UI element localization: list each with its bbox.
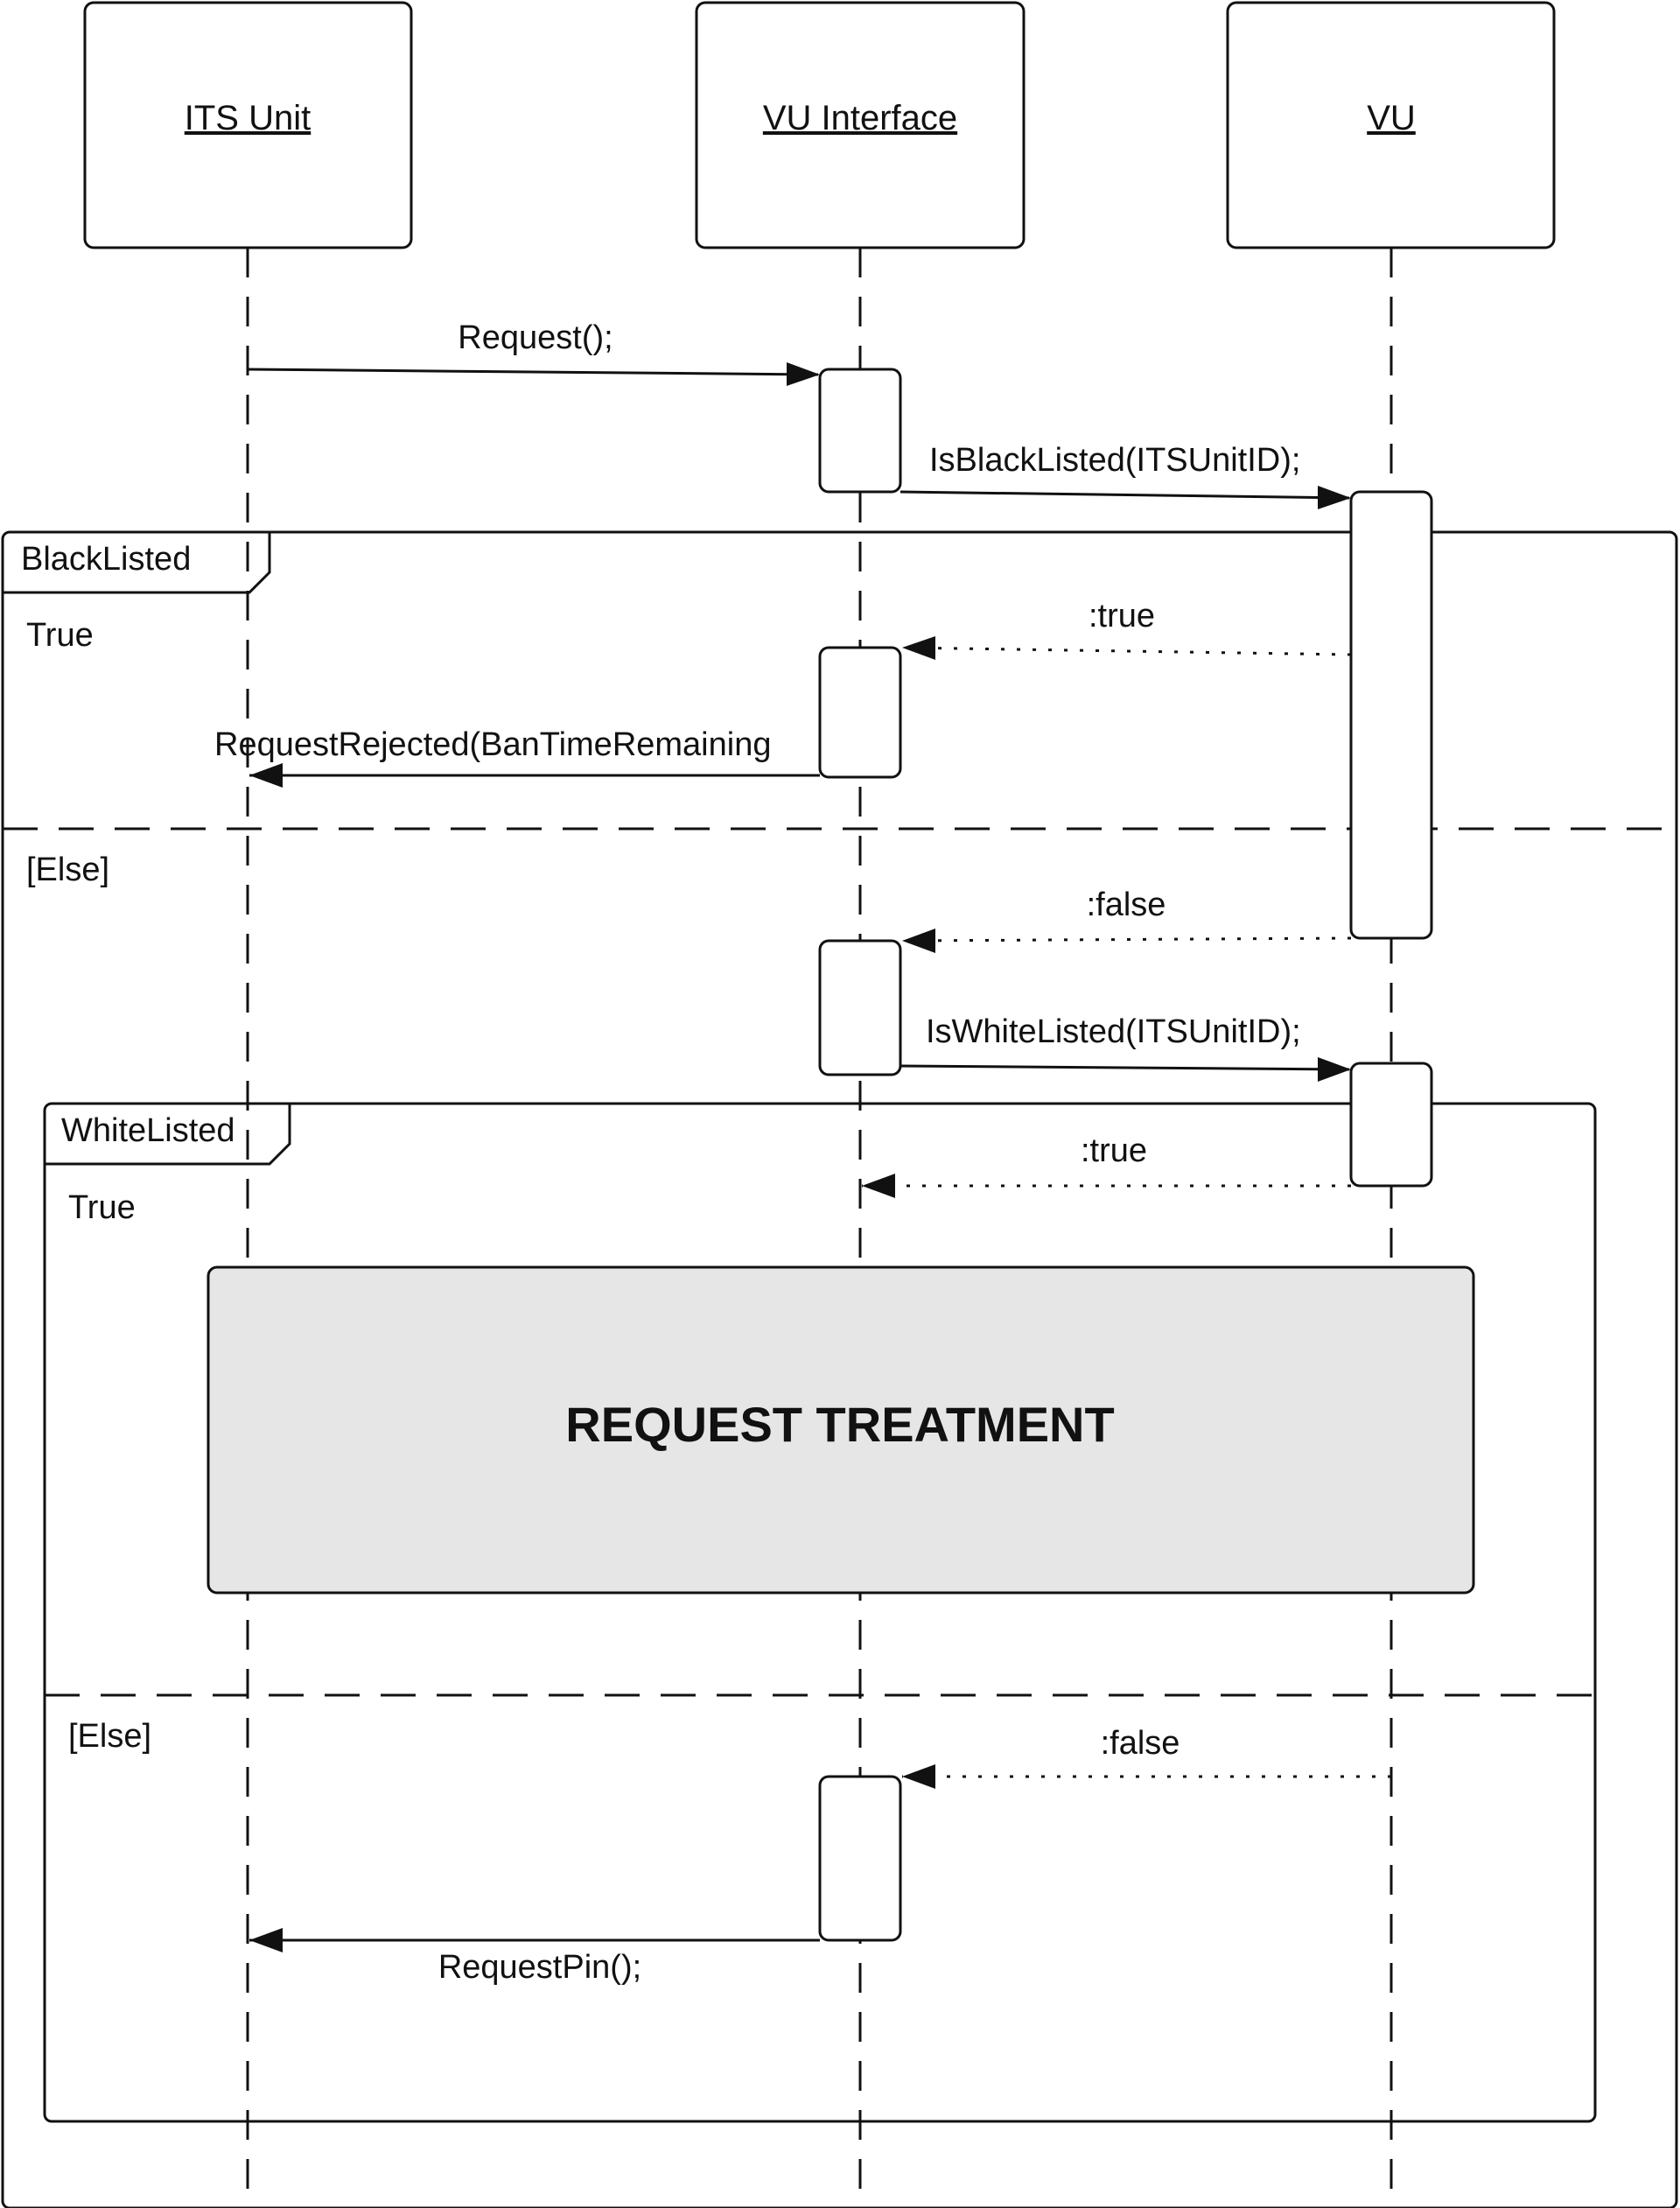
return-black-false-line <box>901 936 1352 943</box>
fragment-blacklisted-guard-true: True <box>26 617 94 654</box>
message-request-arrowhead <box>787 362 820 386</box>
message-is-white-listed-label: IsWhiteListed(ITSUnitID); <box>926 1013 1301 1050</box>
message-request-label: Request(); <box>458 319 612 356</box>
return-white-false-label: :false <box>1101 1725 1180 1762</box>
fragment-whitelisted-frame <box>43 1102 1597 2123</box>
activation-vu-interface-4 <box>818 1775 902 1942</box>
message-request-pin-arrowhead <box>249 1928 283 1952</box>
return-white-false-arrowhead <box>902 1764 935 1789</box>
activation-vu-1 <box>1349 490 1433 940</box>
activation-vu-interface-3 <box>818 939 902 1076</box>
participant-box-its-unit <box>83 1 413 249</box>
message-request-pin-label: RequestPin(); <box>438 1949 641 1986</box>
activation-vu-interface-2 <box>818 646 902 779</box>
message-is-black-listed-arrowhead <box>1318 486 1351 509</box>
activation-vu-2 <box>1349 1062 1433 1188</box>
message-is-black-listed-label: IsBlackListed(ITSUnitID); <box>929 442 1300 479</box>
participant-box-vu-interface <box>695 1 1026 249</box>
message-is-white-listed-line <box>900 1064 1350 1071</box>
fragment-blacklisted-guard-else: [Else] <box>26 852 109 888</box>
fragment-whitelisted-guard-else: [Else] <box>68 1718 151 1755</box>
fragment-whitelisted-guard-true: True <box>68 1189 136 1226</box>
message-request-rejected-label: RequestRejected(BanTimeRemaining <box>214 726 771 763</box>
activation-vu-interface-1 <box>818 368 902 494</box>
fragment-whitelisted-tab <box>45 1104 291 1166</box>
return-black-true-line <box>901 646 1352 656</box>
message-request-rejected-arrowhead <box>249 763 283 788</box>
return-white-true-label: :true <box>1081 1132 1147 1169</box>
fragment-whitelisted-name: WhiteListed <box>61 1112 235 1149</box>
fragment-blacklisted-frame <box>1 530 1678 2208</box>
participant-name-its-unit: ITS Unit <box>185 99 311 137</box>
request-treatment-box <box>206 1265 1475 1595</box>
message-is-white-listed-arrowhead <box>1318 1057 1351 1082</box>
return-black-false-label: :false <box>1087 887 1166 923</box>
return-white-true-arrowhead <box>862 1174 895 1198</box>
message-is-black-listed-line <box>900 490 1350 500</box>
request-treatment-label: REQUEST TREATMENT <box>565 1397 1114 1452</box>
message-request-line <box>247 368 819 376</box>
return-black-true-arrowhead <box>902 636 935 660</box>
return-black-true-label: :true <box>1088 598 1155 634</box>
participant-box-vu <box>1226 1 1556 249</box>
participant-name-vu-interface: VU Interface <box>763 99 957 137</box>
participant-name-vu: VU <box>1367 99 1416 137</box>
return-black-false-arrowhead <box>902 929 935 953</box>
fragment-blacklisted-name: BlackListed <box>21 541 191 578</box>
fragment-blacklisted-tab <box>3 532 271 594</box>
